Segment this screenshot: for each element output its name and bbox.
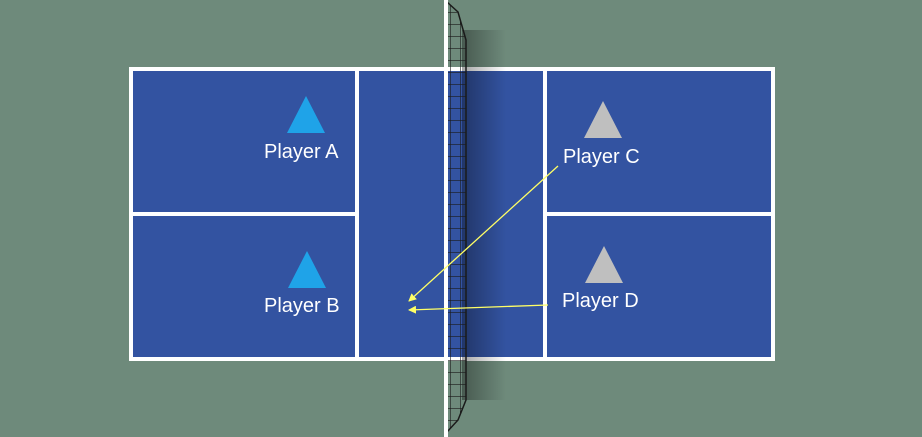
shot-arrow-player-d — [408, 304, 549, 314]
triangle-marker — [584, 101, 622, 138]
player-label: Player D — [562, 290, 639, 312]
net-mesh — [446, 0, 467, 434]
triangle-marker — [585, 246, 623, 283]
player-label: Player B — [264, 295, 340, 317]
triangle-marker — [287, 96, 325, 133]
player-label: Player C — [563, 146, 640, 168]
net — [444, 0, 467, 437]
triangle-marker — [288, 251, 326, 288]
player-c: Player C — [563, 101, 640, 168]
player-a: Player A — [264, 96, 339, 163]
player-d: Player D — [562, 246, 639, 312]
shot-arrows — [408, 165, 559, 314]
shot-arrow-player-c — [408, 165, 559, 302]
player-label: Player A — [264, 141, 339, 163]
net-shadow — [462, 30, 506, 400]
player-b: Player B — [264, 251, 340, 317]
